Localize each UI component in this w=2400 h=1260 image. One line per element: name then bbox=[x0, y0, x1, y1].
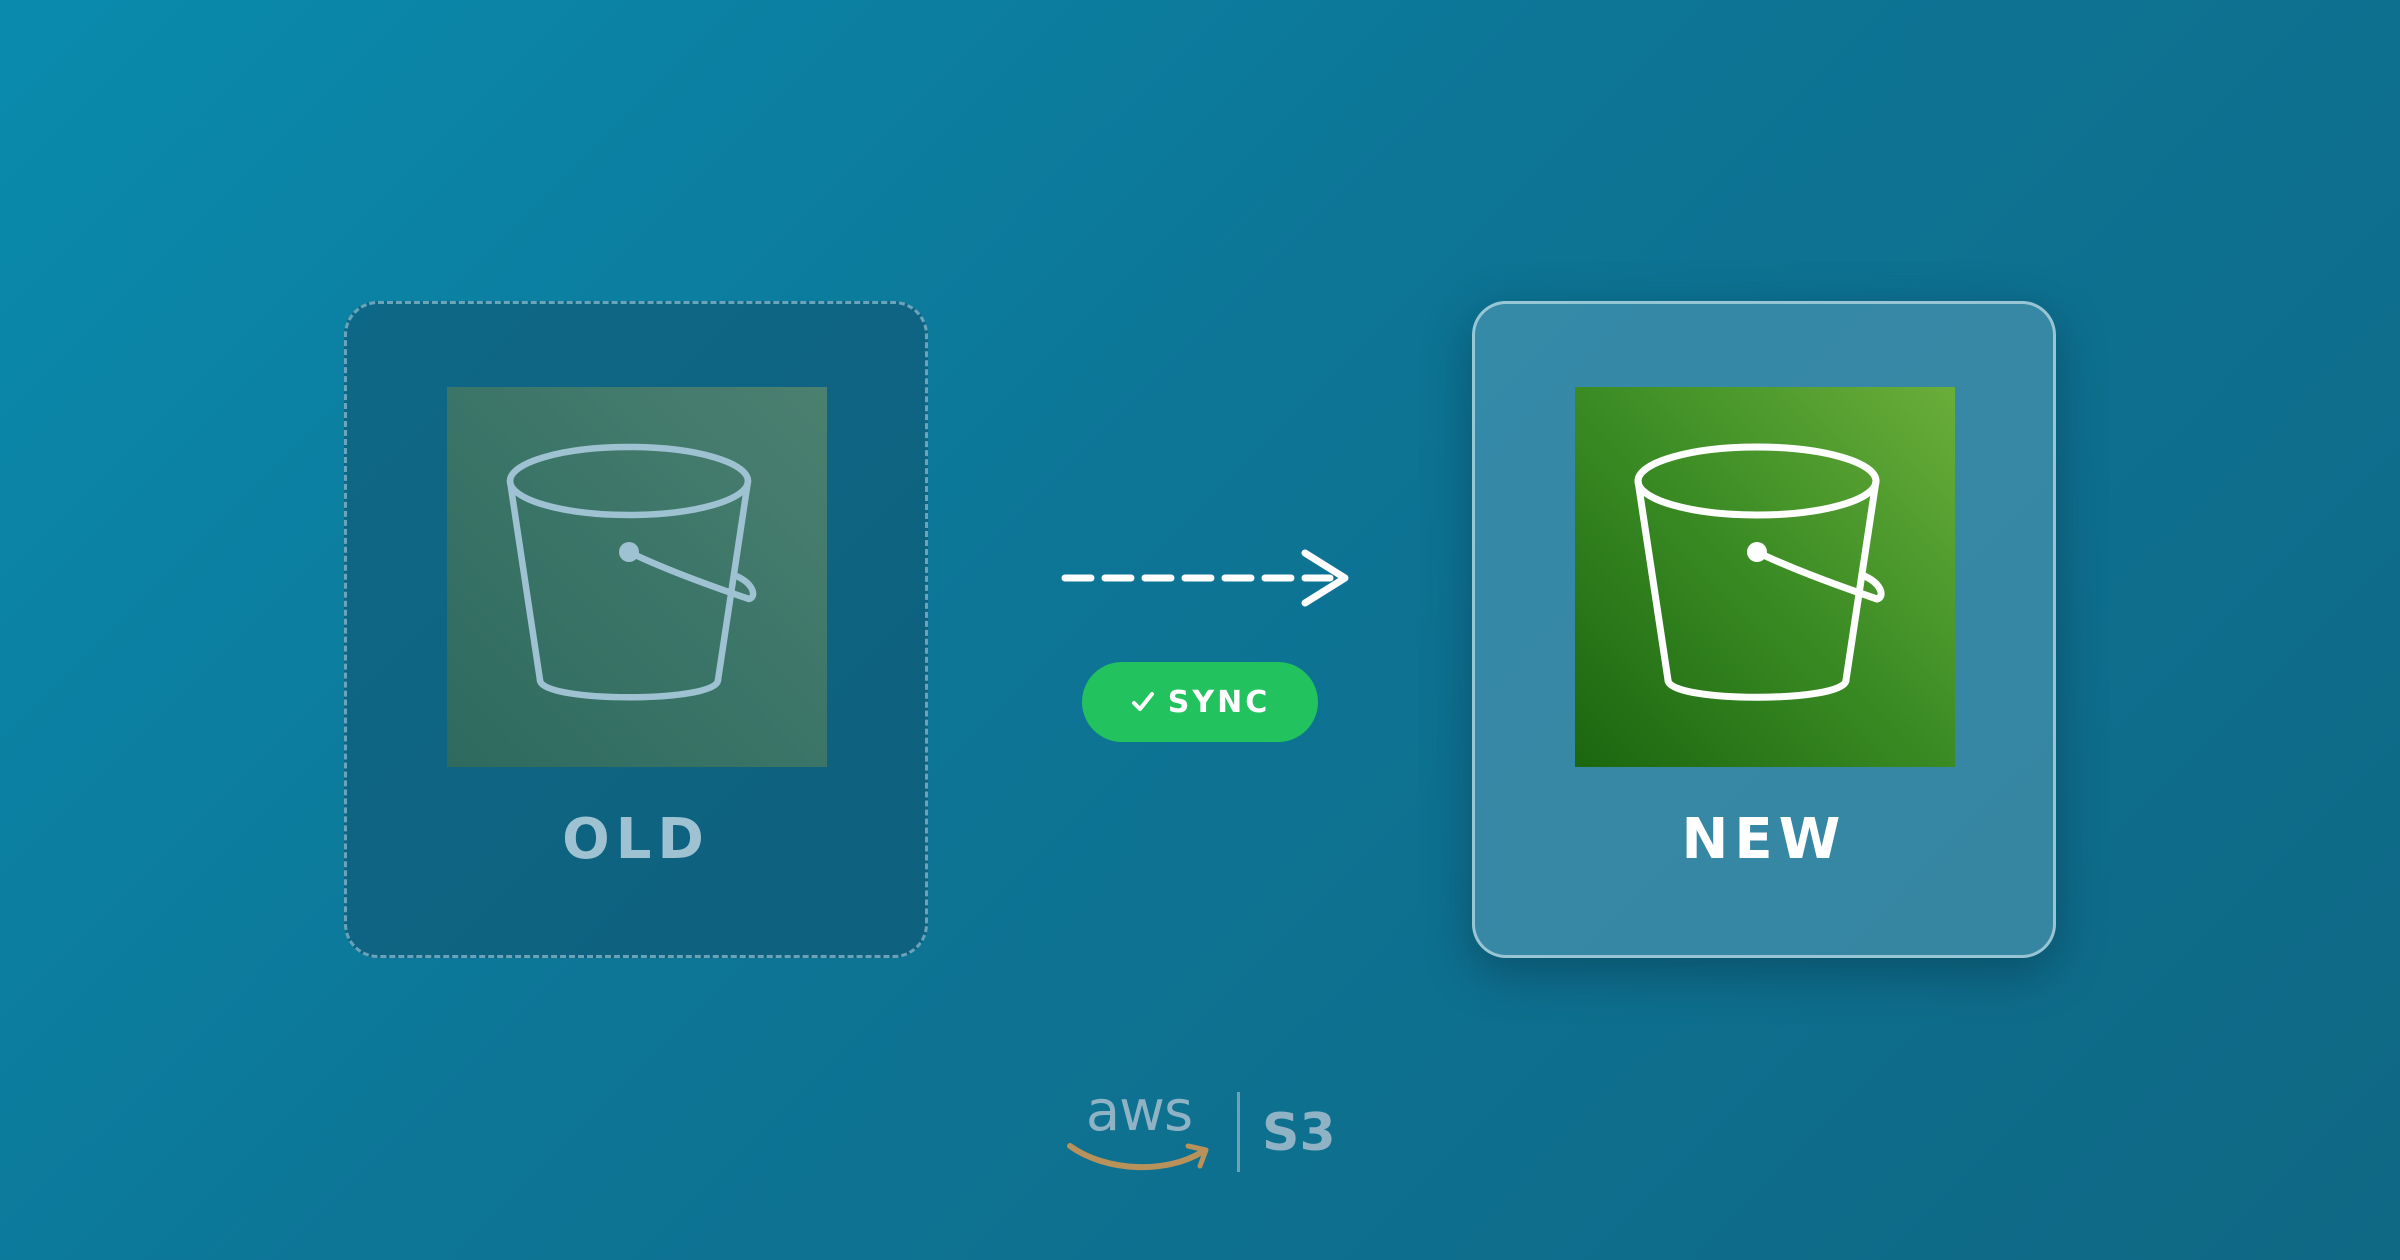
checkmark-icon bbox=[1131, 692, 1154, 711]
s3-bucket-icon bbox=[506, 443, 757, 701]
dashed-arrow-right-icon bbox=[1061, 549, 1349, 607]
aws-wordmark: aws bbox=[1085, 1079, 1193, 1144]
s3-bucket-icon bbox=[1634, 443, 1885, 701]
target-bucket-card: NEW bbox=[1472, 301, 2056, 958]
s3-service-label: S3 bbox=[1262, 1103, 1336, 1163]
sync-badge-label: SYNC bbox=[1167, 684, 1271, 720]
footer-divider bbox=[1237, 1092, 1240, 1172]
source-bucket-tile bbox=[447, 387, 827, 767]
aws-smile-icon bbox=[1067, 1143, 1209, 1171]
target-bucket-label: NEW bbox=[1681, 807, 1847, 872]
target-bucket-tile bbox=[1575, 387, 1955, 767]
sync-status-badge: SYNC bbox=[1082, 662, 1318, 742]
source-bucket-card: OLD bbox=[344, 301, 928, 958]
aws-logo: aws bbox=[1066, 1080, 1212, 1176]
source-bucket-label: OLD bbox=[562, 807, 710, 872]
